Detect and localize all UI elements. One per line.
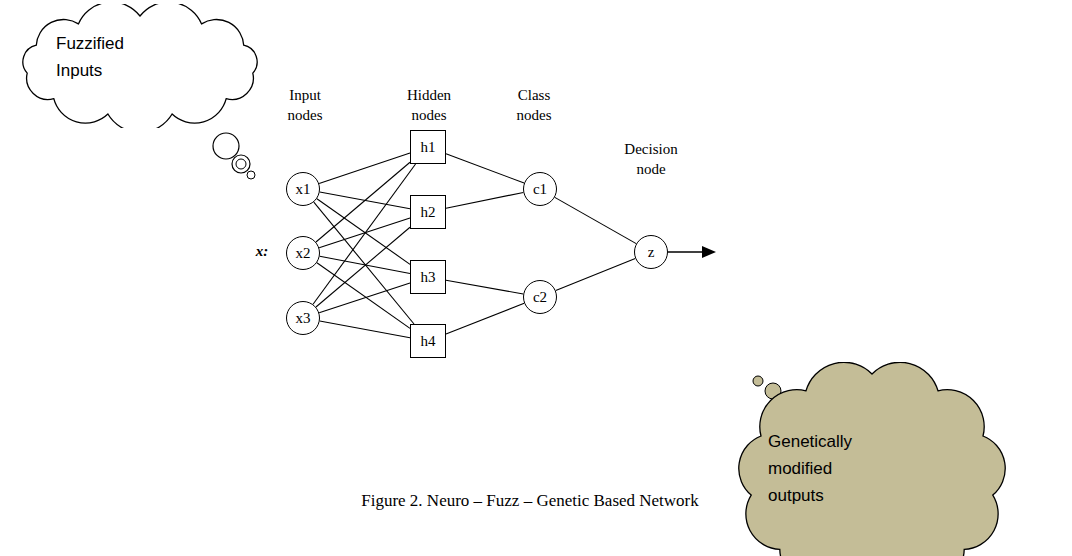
connection-line [555,197,636,243]
column-header: Hidden nodes [398,86,460,125]
node-label: x2 [296,245,311,262]
cloud-text: Fuzzified Inputs [56,30,156,84]
decision-node: z [634,235,668,269]
connection-stroke [316,162,410,242]
connection-line [316,227,410,307]
node-label: z [648,244,655,261]
class-node: c1 [523,172,557,206]
class-node: c2 [523,280,557,314]
output-arrow [668,251,704,253]
vector-label: x: [250,242,274,262]
connection-line [446,303,524,334]
node-label: c2 [533,289,547,306]
connection-stroke [317,263,410,329]
connection-stroke [319,153,410,184]
node-label: h2 [421,204,436,221]
cloud-outline [738,362,1006,556]
connection-line [317,199,410,265]
connection-stroke [446,303,524,334]
node-label: x3 [296,310,311,327]
cloud-shape [739,362,1005,556]
connection-stroke [313,164,416,304]
cloud-outline [14,4,266,128]
connection-stroke [555,197,636,243]
connection-line [316,162,410,242]
connection-line [446,192,523,208]
thought-cloud: Genetically modified outputs [738,362,1006,556]
arrowhead [702,246,716,258]
figure-caption: Figure 2. Neuro – Fuzz – Genetic Based N… [150,490,910,512]
input-node: x1 [286,172,320,206]
hidden-node: h4 [410,324,446,358]
thought-bubble [247,171,255,179]
connection-line [556,258,635,290]
node-label: x1 [296,181,311,198]
column-header: Class nodes [505,86,563,125]
hidden-node: h1 [410,130,446,164]
thought-bubble [236,159,246,169]
cloud-shape [23,4,257,128]
connection-stroke [556,258,635,290]
connection-stroke [316,227,410,307]
column-header: Decision node [616,140,686,179]
hidden-node: h2 [410,195,446,229]
node-label: c1 [533,181,547,198]
connection-stroke [446,154,524,183]
connection-line [446,280,523,294]
connection-line [313,164,416,304]
thought-cloud: Fuzzified Inputs [14,4,266,128]
connection-stroke [314,202,414,324]
connection-line [319,218,410,248]
connection-line [314,202,414,324]
node-label: h3 [421,269,436,286]
thought-bubble [213,133,239,159]
connection-line [320,321,410,338]
connection-stroke [446,280,523,294]
connection-line [317,263,410,329]
input-node: x3 [286,301,320,335]
connection-stroke [317,199,410,265]
connection-stroke [319,283,410,313]
input-node: x2 [286,236,320,270]
thought-bubble [753,376,763,386]
node-label: h4 [421,333,436,350]
column-header: Input nodes [275,86,335,125]
cloud-text: Genetically modified outputs [768,428,878,510]
connection-stroke [320,321,410,338]
connection-line [446,154,524,183]
node-label: h1 [421,139,436,156]
hidden-node: h3 [410,260,446,294]
connection-line [319,283,410,313]
connection-stroke [319,218,410,248]
connection-line [319,153,410,184]
connection-stroke [446,192,523,208]
thought-bubble [232,155,250,173]
